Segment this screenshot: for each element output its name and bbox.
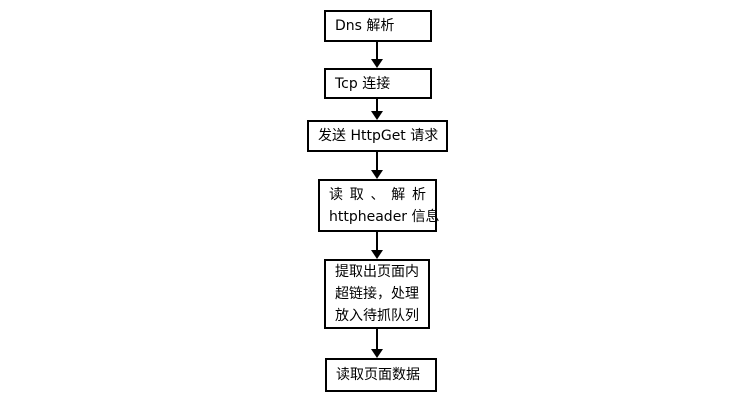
flow-node-tcp-connect: Tcp 连接: [324, 68, 432, 99]
node-label-line-3: 放入待抓队列: [335, 308, 419, 324]
flow-node-send-httpget: 发送 HttpGet 请求: [307, 120, 448, 152]
node-label-line-1: 提取出页面内: [335, 264, 419, 280]
flow-node-extract-links: 提取出页面内 超链接，处理 放入待抓队列: [324, 259, 430, 329]
flow-node-read-page-data: 读取页面数据: [325, 358, 437, 392]
arrow-down-icon: [371, 170, 383, 179]
flow-arrow-4: [371, 232, 383, 259]
arrow-down-icon: [371, 59, 383, 68]
node-label-line-2: httpheader 信息: [329, 208, 440, 225]
arrow-line: [376, 42, 378, 59]
node-label: Tcp 连接: [335, 75, 391, 92]
flow-arrow-2: [371, 99, 383, 120]
node-label: 读取页面数据: [336, 367, 420, 383]
node-label: 发送 HttpGet 请求: [318, 128, 439, 144]
flow-node-dns-resolve: Dns 解析: [324, 10, 432, 42]
arrow-line: [376, 329, 378, 349]
node-label-line-1: 读 取 、 解 析: [329, 186, 426, 203]
arrow-down-icon: [371, 250, 383, 259]
arrow-down-icon: [371, 111, 383, 120]
arrow-line: [376, 232, 378, 250]
flow-node-parse-httpheader: 读 取 、 解 析 httpheader 信息: [318, 179, 440, 232]
flow-arrow-1: [371, 42, 383, 68]
arrow-down-icon: [371, 349, 383, 358]
flow-arrow-3: [371, 152, 383, 179]
arrow-line: [376, 99, 378, 111]
flow-arrow-5: [371, 329, 383, 358]
arrow-line: [376, 152, 378, 170]
node-label: Dns 解析: [335, 18, 395, 34]
node-label-line-2: 超链接，处理: [335, 286, 419, 302]
